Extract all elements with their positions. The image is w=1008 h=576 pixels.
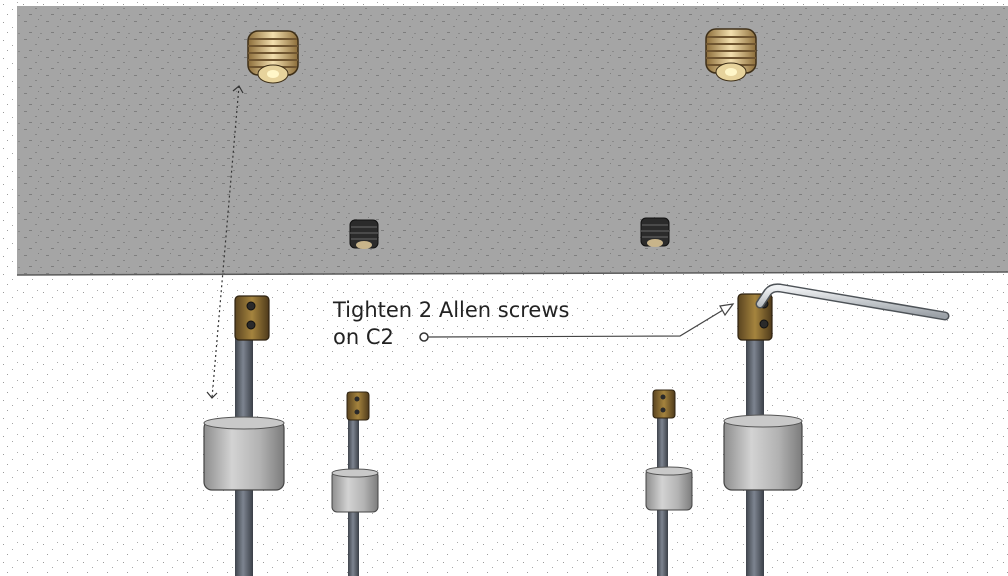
annotation-line-2: on C2 [333, 325, 394, 349]
threaded-ceiling-insert-icon [247, 30, 299, 84]
threaded-ceiling-insert-icon [705, 28, 757, 82]
counterweight [203, 419, 285, 491]
small-ceiling-insert-icon [349, 219, 379, 249]
distance-arrow-icon [206, 85, 244, 399]
collar-clamp-icon [652, 389, 676, 419]
annotation-leader-line [419, 303, 735, 342]
annotation-line-1: Tighten 2 Allen screws [333, 298, 570, 322]
allen-key-icon [755, 283, 950, 321]
counterweight [723, 417, 803, 491]
small-ceiling-insert-icon [640, 217, 670, 247]
collar-clamp-icon [234, 295, 270, 341]
ceiling-panel [17, 6, 1008, 275]
rod-assembly-center-left [331, 391, 379, 576]
rod-assembly-center-right [645, 389, 693, 576]
rod-assembly-left [203, 295, 285, 576]
annotation-callout: Tighten 2 Allen screws on C2 [333, 297, 633, 351]
rod-assembly-right [723, 293, 803, 576]
collar-clamp-icon [346, 391, 370, 421]
